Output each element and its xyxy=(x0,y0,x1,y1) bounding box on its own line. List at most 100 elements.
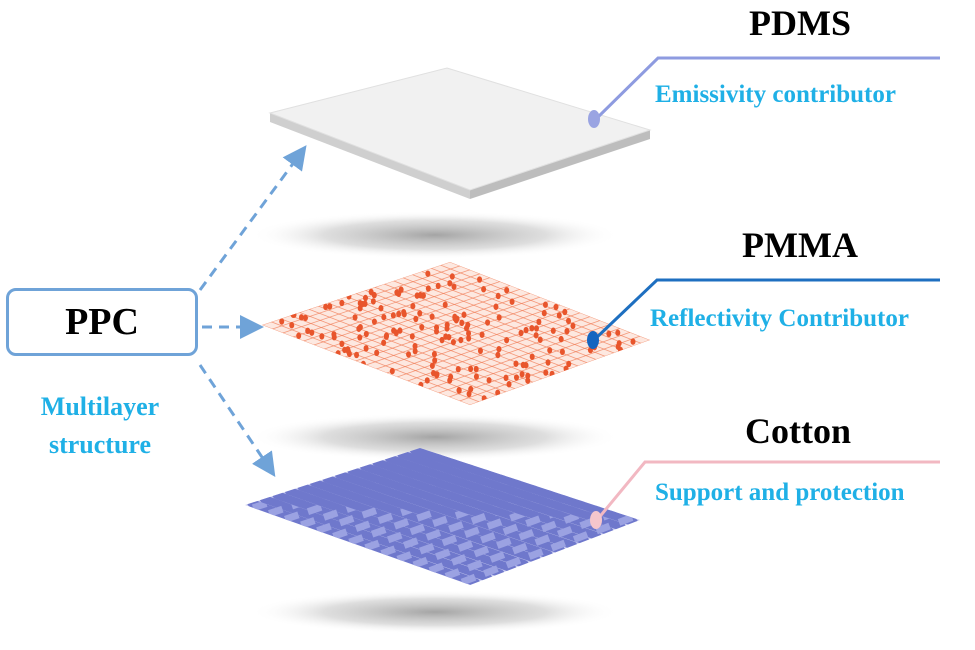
pmma-grid-line xyxy=(417,320,601,386)
pmma-particle xyxy=(362,294,368,302)
pmma-particle xyxy=(296,332,302,340)
pmma-grid-line xyxy=(428,324,611,390)
ppc-label: PPC xyxy=(65,301,139,343)
pmma-particle xyxy=(479,331,485,338)
pmma-particle xyxy=(537,336,543,343)
cotton-title: Cotton xyxy=(745,411,851,451)
pmma-particle xyxy=(425,270,431,277)
pmma-particle xyxy=(564,327,570,335)
pmma-particle xyxy=(466,335,472,342)
cotton-role: Support and protection xyxy=(655,479,905,506)
pmma-particle xyxy=(383,332,389,339)
pmma-particle xyxy=(429,313,435,320)
pmma-particle xyxy=(363,330,369,338)
pmma-particle xyxy=(485,319,491,326)
pmma-particle xyxy=(495,389,501,396)
pmma-particle xyxy=(447,280,453,287)
pmma-particle xyxy=(331,331,337,338)
pmma-particle xyxy=(354,351,360,359)
pmma-particle xyxy=(520,361,526,369)
pmma-particle xyxy=(432,357,438,364)
pmma-particle xyxy=(370,298,376,305)
arrow-to-pdms xyxy=(198,145,307,291)
pmma-particle xyxy=(468,385,474,393)
pmma-particle xyxy=(542,301,548,308)
pmma-particle xyxy=(447,377,453,384)
pmma-particle xyxy=(390,312,396,319)
pmma-particle xyxy=(406,351,412,358)
pmma-particle xyxy=(504,336,510,344)
pmma-particle xyxy=(431,370,437,377)
pmma-particle xyxy=(566,360,572,368)
pmma-particle xyxy=(496,345,502,353)
pmma-particle xyxy=(371,291,377,299)
pmma-particle xyxy=(342,346,348,354)
callout-dot-pdms xyxy=(588,110,600,128)
pmma-particle xyxy=(371,318,377,325)
ppc-box: PPC xyxy=(6,288,198,356)
pmma-particle xyxy=(519,371,525,378)
pmma-grid-line xyxy=(459,335,641,402)
pmma-particle xyxy=(553,303,559,311)
pmma-particle xyxy=(525,377,531,384)
pmma-particle xyxy=(533,325,539,332)
pmma-particle xyxy=(401,311,407,318)
pmma-particle xyxy=(459,319,465,327)
pmma-particle xyxy=(356,325,362,332)
cotton-warp-yarn xyxy=(347,466,578,550)
pmma-particle xyxy=(339,299,345,307)
pmma-particle xyxy=(458,336,464,344)
pmma-grid-line xyxy=(365,300,551,366)
cotton-warp-yarn xyxy=(409,448,638,527)
pmma-particle xyxy=(496,314,502,321)
pmma-particle xyxy=(435,282,441,290)
pmma-particle xyxy=(360,360,366,368)
pmma-particle xyxy=(413,315,419,323)
pmma-particle xyxy=(617,346,623,354)
pdms-title: PDMS xyxy=(749,3,851,43)
cotton-layer xyxy=(245,448,640,585)
pmma-particle xyxy=(615,329,621,336)
pmma-particle xyxy=(466,390,472,398)
pmma-particle xyxy=(468,365,474,373)
pmma-particle xyxy=(339,340,345,348)
pmma-particle xyxy=(335,350,341,357)
pmma-particle xyxy=(473,365,479,373)
pmma-particle xyxy=(449,273,455,280)
pmma-particle xyxy=(319,333,325,340)
pmma-particle xyxy=(541,309,547,317)
callout-dot-cotton xyxy=(590,511,602,529)
pmma-particle xyxy=(506,381,512,388)
pmma-grid-line xyxy=(412,274,615,354)
pmma-particle xyxy=(381,339,387,346)
pmma-particle xyxy=(477,347,483,355)
pmma-particle xyxy=(513,374,519,381)
pmma-grid-line xyxy=(374,286,579,367)
pmma-particle xyxy=(444,325,450,332)
pmma-particle xyxy=(562,308,568,316)
pmma-grid-line xyxy=(431,267,633,347)
shadow-pdms xyxy=(250,211,620,259)
pmma-particle xyxy=(493,303,499,310)
pmma-particle xyxy=(425,285,431,292)
pmma-particle xyxy=(442,301,448,308)
cotton-warp-yarn xyxy=(372,458,602,541)
pmma-particle xyxy=(378,305,384,312)
pdms-role: Emissivity contributor xyxy=(655,81,896,108)
pmma-particle xyxy=(305,327,311,335)
pmma-particle xyxy=(616,340,622,347)
cotton-weft-yarn xyxy=(444,509,618,580)
pmma-particle xyxy=(543,369,549,376)
pmma-particle xyxy=(420,292,426,299)
pmma-particle xyxy=(486,377,492,384)
pdms-layer xyxy=(268,67,652,199)
pmma-particle xyxy=(529,353,535,360)
pmma-particle xyxy=(513,360,519,367)
pmma-particle xyxy=(466,330,472,337)
pmma-particle xyxy=(473,373,479,380)
pmma-particle xyxy=(434,324,440,331)
pmma-particle xyxy=(565,317,571,325)
pmma-particle xyxy=(429,362,435,369)
pmma-particle xyxy=(410,302,416,310)
